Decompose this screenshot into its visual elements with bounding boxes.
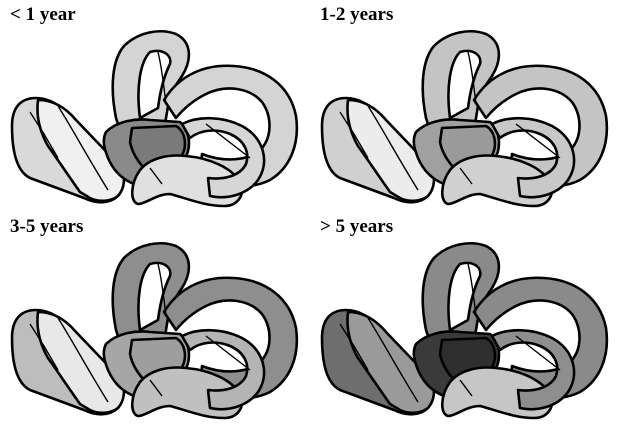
panel-3-5-years: 3-5 years	[0, 212, 309, 424]
panel-label: < 1 year	[10, 4, 76, 26]
inner-ear-diagram	[310, 0, 619, 212]
panel-over-5-years: > 5 years	[310, 212, 619, 424]
panel-label: 3-5 years	[10, 216, 83, 238]
inner-ear-diagram	[310, 212, 619, 424]
panel-under-1-year: < 1 year	[0, 0, 309, 212]
panel-1-2-years: 1-2 years	[310, 0, 619, 212]
panel-label: 1-2 years	[320, 4, 393, 26]
inner-ear-diagram	[0, 0, 309, 212]
inner-ear-diagram	[0, 212, 309, 424]
panel-label: > 5 years	[320, 216, 393, 238]
